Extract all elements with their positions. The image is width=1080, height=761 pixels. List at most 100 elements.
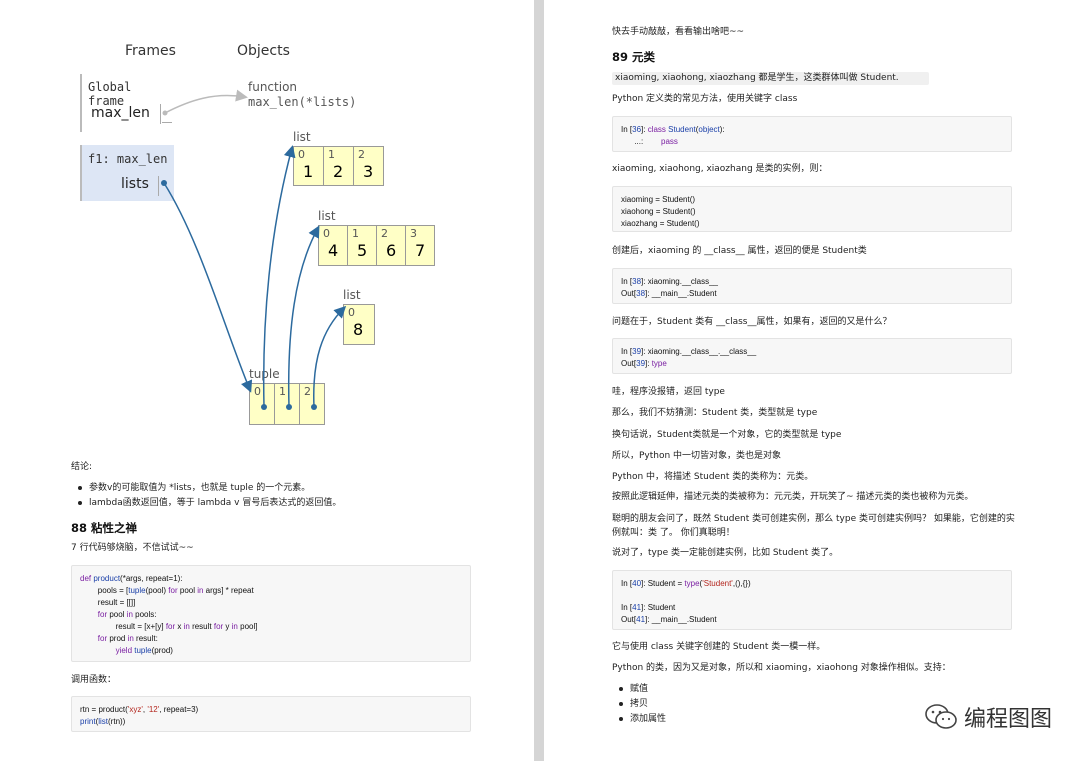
para-object: 换句话说，Student类就是一个对象，它的类型就是 type (612, 430, 842, 440)
para-define-class: Python 定义类的常见方法，使用关键字 class (612, 94, 798, 104)
code-line: Out[39]: type (621, 359, 667, 368)
list2-index: 1 (352, 227, 359, 240)
tuple-index: 1 (279, 385, 286, 398)
code-block-instances: xiaoming = Student() xiaohong = Student()… (612, 186, 1012, 232)
list2-value: 6 (386, 241, 397, 260)
list1-index: 2 (358, 148, 365, 161)
para-same-class: 它与使用 class 关键字创建的 Student 类一模一样。 (612, 642, 826, 652)
tuple1-arrow (287, 225, 320, 408)
tuple-index: 0 (254, 385, 261, 398)
code-line: for pool in pools: (97, 610, 157, 619)
para-type-instances-1: 聪明的朋友会问了，既然 Student 类可创建实例，那么 type 类可创建实… (612, 514, 1015, 524)
list2-value: 4 (328, 241, 339, 260)
para-guess: 那么，我们不妨猜测：Student 类，类型就是 type (612, 408, 818, 418)
global-frame-title: Global frame (88, 80, 132, 108)
conclusion-item: 参数v的可能取值为 *lists，也就是 tuple 的一个元素。 (75, 481, 341, 496)
conclusion-label: 结论: (71, 462, 93, 472)
global-var-name: max_len (91, 105, 150, 121)
f1-to-tuple-arrow (163, 182, 253, 393)
code-line: In [40]: Student = type('Student',(),{}) (621, 579, 751, 588)
list2-value: 5 (357, 241, 368, 260)
tuple-index: 2 (304, 385, 311, 398)
section-88-title: 88 粘性之禅 (71, 521, 138, 535)
conclusion-list: 参数v的可能取值为 *lists，也就是 tuple 的一个元素。 lambda… (75, 481, 341, 511)
code-block-call: rtn = product('xyz', '12', repeat=3) prin… (71, 696, 471, 732)
conclusion-item: lambda函数返回值，等于 lambda v 冒号后表达式的返回值。 (75, 496, 341, 511)
left-page: Frames Objects Global frame max_len func… (0, 0, 534, 761)
intro-text: 快去手动敲敲，看看输出啥吧~~ (612, 27, 745, 37)
code-line: def product(*args, repeat=1): (80, 574, 183, 583)
list2-index: 3 (410, 227, 417, 240)
code-line: xiaozhang = Student() (621, 219, 700, 228)
f1-var-name: lists (121, 176, 149, 192)
tuple-cell: 2 (299, 383, 325, 425)
supports-item: 赋值 (616, 682, 666, 697)
call-label: 调用函数： (71, 675, 117, 685)
code-line (621, 590, 1003, 602)
watermark: 编程图图 (924, 701, 1052, 733)
function-signature: max_len(*lists) (248, 95, 357, 109)
right-page: 快去手动敲敲，看看输出啥吧~~ 89 元类 xiaoming, xiaohong… (544, 0, 1080, 761)
code-block-product: def product(*args, repeat=1): pools = [t… (71, 565, 471, 662)
list2-index: 2 (381, 227, 388, 240)
pointer-arrows (161, 89, 347, 410)
code-line: In [38]: xiaoming.__class__ (621, 277, 718, 286)
para-class-attr: 创建后，xiaoming 的 __class__ 属性，返回的便是 Studen… (612, 246, 867, 256)
list1-value: 2 (333, 162, 344, 181)
tuple0-arrow (262, 145, 296, 408)
watermark-text: 编程图图 (963, 707, 1052, 732)
code-line: yield tuple(prod) (115, 646, 173, 655)
list1-value: 3 (363, 162, 374, 181)
list3-index: 0 (348, 306, 355, 319)
code-line: xiaoming = Student() (621, 195, 696, 204)
code-line: In [36]: class Student(object): (621, 125, 725, 134)
code-line: Out[38]: __main__.Student (621, 289, 717, 298)
section-88-intro: 7 行代码够烧脑，不信试试~~ (71, 543, 194, 553)
para-returns-type: 哇，程序没报错，返回 type (612, 387, 725, 397)
page-divider (534, 0, 544, 761)
frames-header: Frames (125, 43, 176, 59)
supports-item: 拷贝 (616, 697, 666, 712)
supports-item: 添加属性 (616, 712, 666, 727)
code-line: xiaohong = Student() (621, 207, 696, 216)
code-block-class-attr: In [38]: xiaoming.__class__ Out[38]: __ma… (612, 268, 1012, 304)
code-line: result = [[]] (80, 598, 136, 607)
list1-label: list (293, 130, 311, 144)
code-block-class-def: In [36]: class Student(object): ...: pas… (612, 116, 1012, 152)
list2-index: 0 (323, 227, 330, 240)
list1-index: 0 (298, 148, 305, 161)
para-everything-object: 所以，Python 中一切皆对象，类也是对象 (612, 451, 782, 461)
list2-label: list (318, 209, 336, 223)
code-line: for prod in result: (97, 634, 158, 643)
list1-value: 1 (303, 162, 314, 181)
list1-index: 1 (328, 148, 335, 161)
global-to-function-arrow (164, 89, 248, 114)
f1-frame-title: f1: max_len (88, 152, 168, 166)
code-line: rtn = product('xyz', '12', repeat=3) (80, 705, 199, 714)
para-instances: xiaoming, xiaohong, xiaozhang 是类的实例，则： (612, 164, 828, 174)
code-line: ...: pass (621, 137, 678, 146)
code-line: print(list(rtn)) (80, 717, 126, 726)
code-block-type-create: In [40]: Student = type('Student',(),{})… (612, 570, 1012, 630)
f1-frame: f1: max_len lists (80, 145, 174, 201)
code-block-class-class: In [39]: xiaoming.__class__.__class__ Out… (612, 338, 1012, 374)
objects-header: Objects (237, 43, 290, 59)
code-line: result = [x+[y] for x in result for y in… (80, 622, 258, 631)
para-supports: Python 的类，因为又是对象，所以和 xiaoming，xiaohong 对… (612, 663, 951, 673)
code-line: In [41]: Student (621, 603, 676, 612)
tuple2-arrow (313, 305, 347, 408)
wechat-icon (925, 704, 957, 729)
code-line: In [39]: xiaoming.__class__.__class__ (621, 347, 757, 356)
function-label: function (248, 80, 298, 94)
list2-value: 7 (415, 241, 426, 260)
para-question: 问题在于，Student 类有 __class__属性，如果有，返回的又是什么？ (612, 317, 892, 327)
list3-value: 8 (353, 320, 364, 339)
global-frame: Global frame max_len (80, 74, 172, 132)
code-line: Out[41]: __main__.Student (621, 615, 717, 624)
code-line: pools = [tuple(pool) for pool in args] *… (80, 586, 254, 595)
